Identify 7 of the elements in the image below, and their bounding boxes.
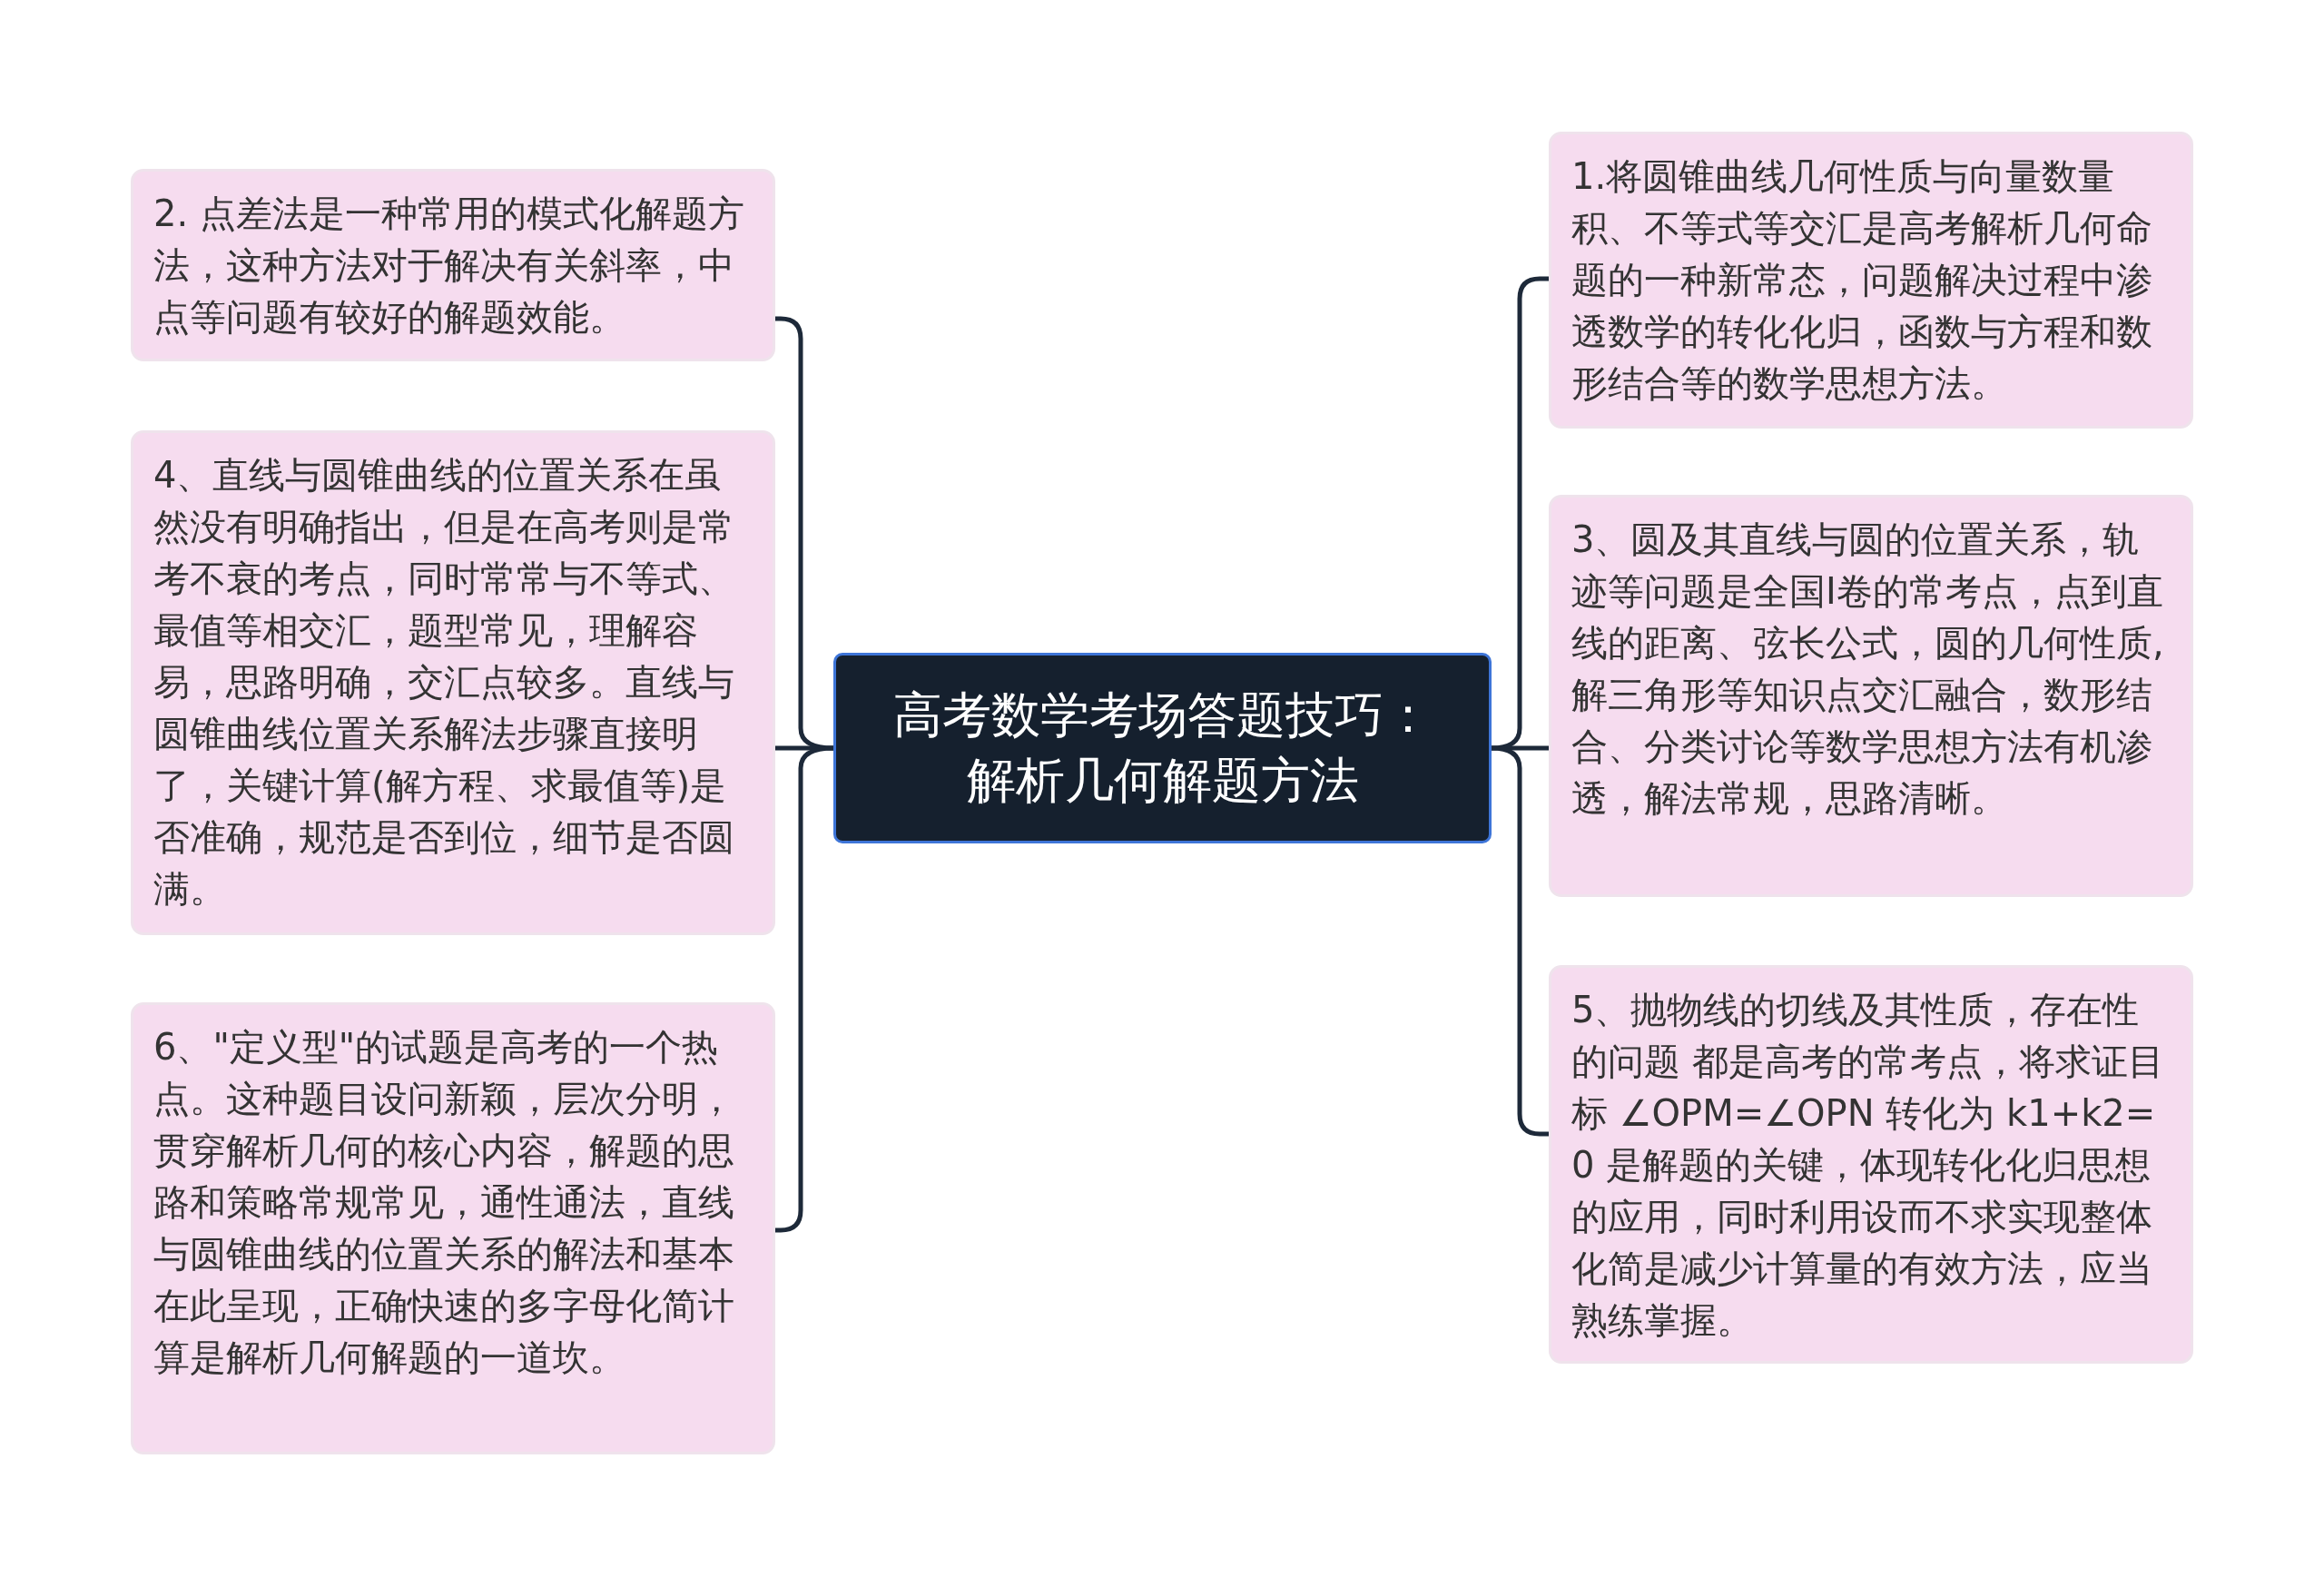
topic-card: 6、"定义型"的试题是高考的一个热点。这种题目设问新颖，层次分明，贯穿解析几何的核心内容，解题的思路和策略常规常见，通性通法，直线与圆锥曲线的位置关系的解法和基本在此呈现，正确快速的多字母化简计算是解析几何解题的一道坎。 [131,1002,775,1454]
topic-card: 2. 点差法是一种常用的模式化解题方法，这种方法对于解决有关斜率，中点等问题有较好的解题效能。 [131,169,775,361]
central-topic: 高考数学考场答题技巧：解析几何解题方法 [833,653,1492,843]
topic-card: 3、圆及其直线与圆的位置关系，轨迹等问题是全国I卷的常考点，点到直线的距离、弦长公式，圆的几何性质,解三角形等知识点交汇融合，数形结合、分类讨论等数学思想方法有机渗透，解法常规，思路清晰。 [1549,495,2193,897]
topic-card: 5、抛物线的切线及其性质，存在性的问题 都是高考的常考点，将求证目标 ∠OPM=∠OPN 转化为 k1+k2=0 是解题的关键，体现转化化归思想的应用，同时利用设而不求实现整体化简是减少计算量的有效方法，应当熟练掌握。 [1549,965,2193,1364]
topic-card: 1.将圆锥曲线几何性质与向量数量积、不等式等交汇是高考解析几何命题的一种新常态，问题解决过程中渗透数学的转化化归，函数与方程和数形结合等的数学思想方法。 [1549,132,2193,429]
topic-card: 4、直线与圆锥曲线的位置关系在虽然没有明确指出，但是在高考则是常考不衰的考点，同时常常与不等式、最值等相交汇，题型常见，理解容易，思路明确，交汇点较多。直线与圆锥曲线位置关系解法步骤直接明了，关键计算(解方程、求最值等)是否准确，规范是否到位，细节是否圆满。 [131,430,775,935]
